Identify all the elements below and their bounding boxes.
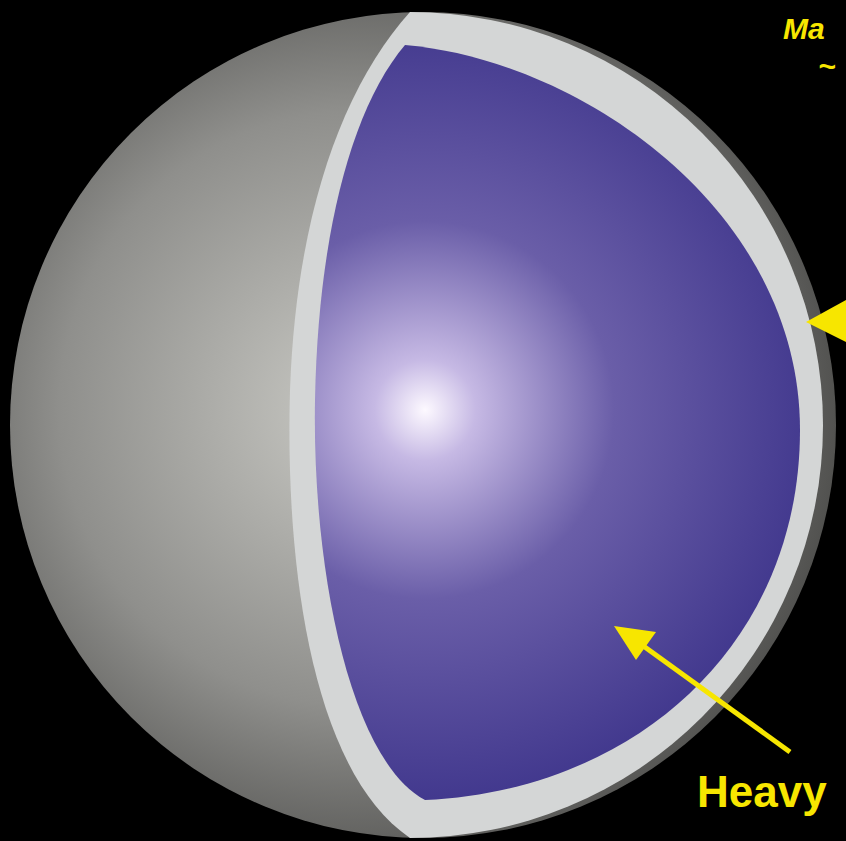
outer-shell bbox=[289, 12, 823, 838]
inner-interior bbox=[315, 45, 800, 800]
outer-sphere bbox=[10, 12, 836, 838]
partial-heading: ~ bbox=[818, 52, 836, 82]
leader-arrows bbox=[614, 300, 846, 752]
partial-heading: Ma bbox=[783, 14, 825, 44]
layer-label: Heavy bbox=[697, 770, 827, 814]
